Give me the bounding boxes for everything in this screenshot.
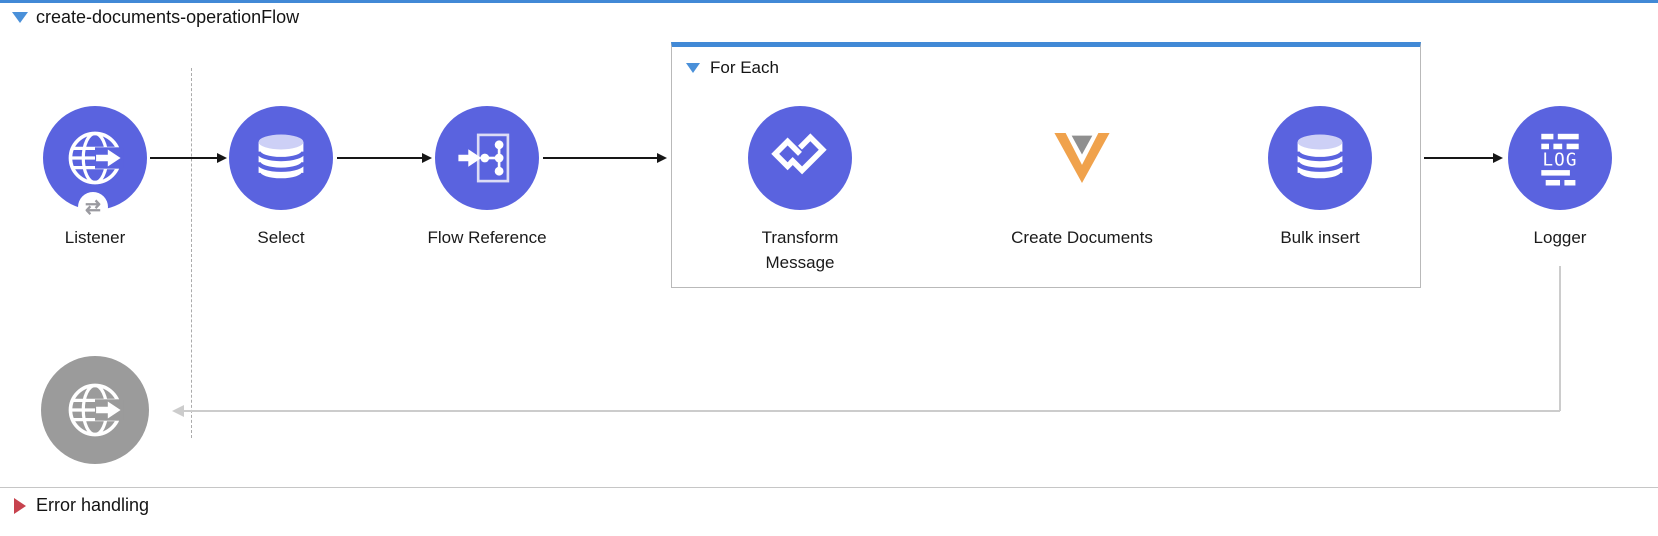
svg-text:LOG: LOG: [1542, 151, 1577, 171]
flow-reference-icon: [458, 133, 510, 183]
connector-select-flowreference: [337, 153, 432, 163]
node-label-select: Select: [257, 228, 305, 247]
source-separator-dashed-line: [191, 68, 192, 438]
return-path-horizontal: [184, 410, 1560, 412]
node-error-source[interactable]: [41, 356, 149, 464]
error-section-divider: [0, 487, 1658, 488]
connector-flowreference-foreach: [543, 153, 667, 163]
node-label-transform-message: Transform Message: [761, 228, 839, 272]
log-icon: LOG: [1541, 133, 1579, 186]
connector-listener-select: [150, 153, 227, 163]
node-listener[interactable]: [43, 106, 147, 210]
flow-title: create-documents-operationFlow: [36, 7, 300, 27]
node-label-bulk-insert: Bulk insert: [1280, 228, 1360, 247]
top-accent-line: [0, 0, 1658, 3]
for-each-collapse-icon[interactable]: [686, 63, 700, 73]
node-label-logger: Logger: [1533, 228, 1587, 247]
dataweave-icon: [771, 133, 827, 175]
node-transform-message[interactable]: [748, 106, 852, 210]
flow-collapse-icon[interactable]: [12, 12, 28, 23]
node-create-documents[interactable]: [1054, 133, 1110, 188]
node-bulk-insert[interactable]: [1268, 106, 1372, 210]
database-icon: [256, 134, 306, 183]
node-flow-reference[interactable]: [435, 106, 539, 210]
globe-arrow-icon: [68, 131, 124, 185]
node-select[interactable]: [229, 106, 333, 210]
return-path-vertical: [1559, 266, 1561, 411]
exchange-arrows-icon: ⇄: [78, 192, 108, 222]
error-handling-label: Error handling: [36, 495, 150, 515]
error-handling-expand-icon[interactable]: [14, 498, 26, 514]
node-logger[interactable]: LOG: [1508, 106, 1612, 210]
node-label-listener: Listener: [64, 228, 126, 247]
node-label-create-documents: Create Documents: [1011, 228, 1153, 247]
globe-arrow-icon: [68, 383, 124, 437]
for-each-label: For Each: [710, 58, 779, 77]
database-icon: [1295, 134, 1345, 183]
connector-foreach-logger: [1424, 153, 1503, 163]
veeva-icon: [1054, 133, 1110, 183]
return-path-arrowhead: [172, 405, 184, 417]
node-label-flow-reference: Flow Reference: [427, 228, 547, 247]
